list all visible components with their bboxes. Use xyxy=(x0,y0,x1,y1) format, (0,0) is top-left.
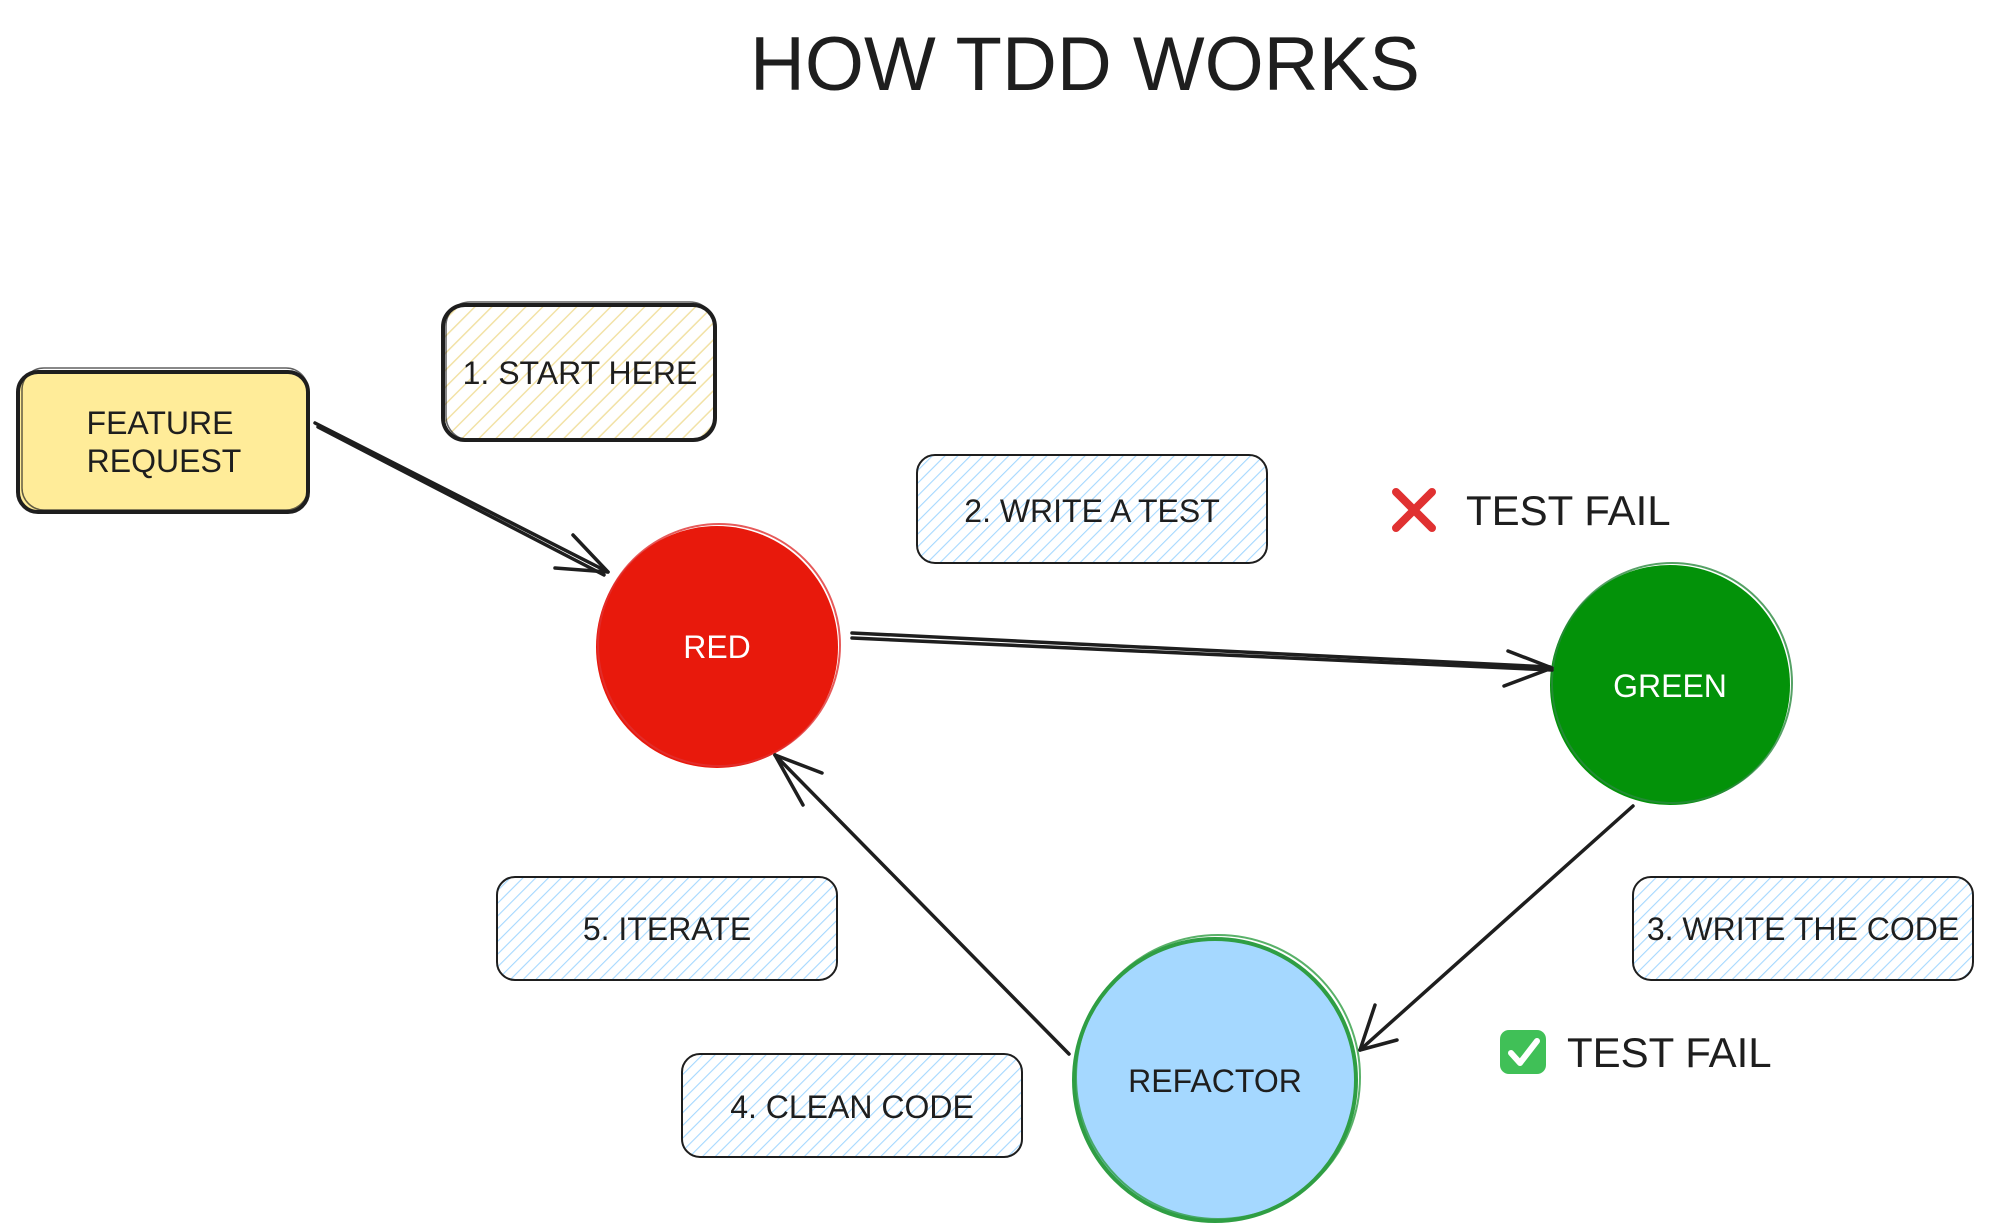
refactor-node-label: REFACTOR xyxy=(1128,1063,1302,1099)
green-node-label: GREEN xyxy=(1613,668,1727,704)
step-iterate-label: 5. ITERATE xyxy=(583,911,751,947)
arrow-refactor-to-red xyxy=(773,753,1071,1056)
test-pass-label: TEST FAIL xyxy=(1567,1029,1772,1076)
step-start-here-label: 1. START HERE xyxy=(463,355,698,391)
arrow-red-to-green xyxy=(850,631,1554,688)
feature-request-line1: FEATURE xyxy=(87,405,234,441)
feature-request-line2: REQUEST xyxy=(87,443,242,479)
check-mark-icon xyxy=(1500,1030,1546,1074)
feature-request-box: FEATURE REQUEST xyxy=(16,367,310,514)
step-write-test-label: 2. WRITE A TEST xyxy=(964,493,1219,529)
test-fail-status: TEST FAIL xyxy=(1392,487,1671,534)
test-fail-label: TEST FAIL xyxy=(1466,487,1671,534)
diagram-title: HOW TDD WORKS xyxy=(750,22,1420,107)
cross-mark-icon xyxy=(1392,488,1436,532)
step-iterate: 5. ITERATE xyxy=(496,876,838,981)
step-clean-code-label: 4. CLEAN CODE xyxy=(730,1089,974,1125)
green-node: GREEN xyxy=(1550,562,1793,805)
step-write-code: 3. WRITE THE CODE xyxy=(1632,876,1974,981)
step-clean-code: 4. CLEAN CODE xyxy=(681,1053,1023,1158)
step-start-here: 1. START HERE xyxy=(441,301,717,442)
red-node-label: RED xyxy=(683,629,751,665)
test-pass-status: TEST FAIL xyxy=(1500,1029,1772,1076)
arrow-feature-to-red xyxy=(313,421,610,577)
refactor-node: REFACTOR xyxy=(1072,934,1361,1223)
red-node: RED xyxy=(596,523,841,768)
arrow-green-to-refactor xyxy=(1358,804,1635,1052)
step-write-code-label: 3. WRITE THE CODE xyxy=(1647,911,1959,947)
step-write-test: 2. WRITE A TEST xyxy=(916,454,1268,564)
